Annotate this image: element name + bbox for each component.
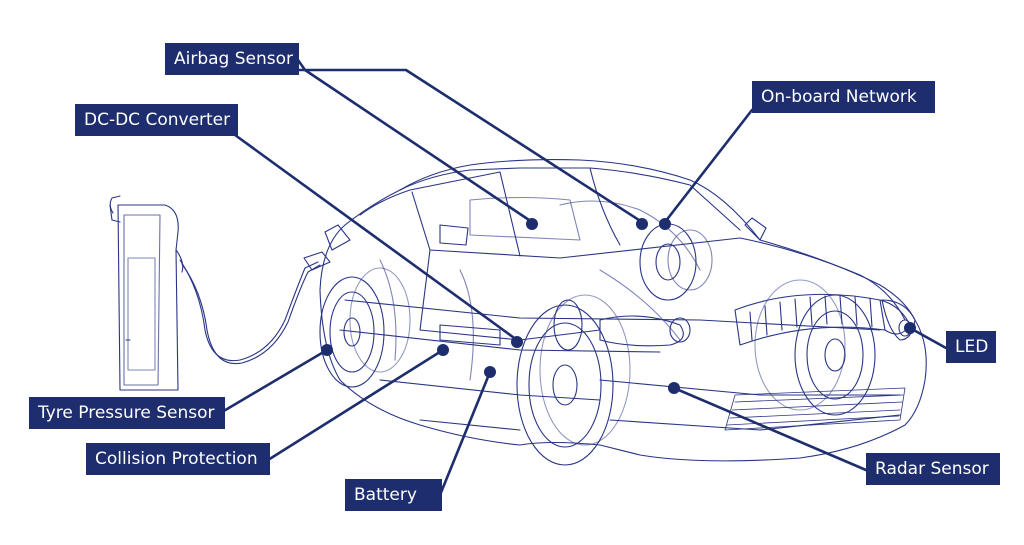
leader-battery xyxy=(438,370,492,497)
led-point xyxy=(904,322,916,334)
leader-radar xyxy=(672,386,868,472)
leader-led xyxy=(908,326,948,350)
label-on-board-network: On-board Network xyxy=(752,81,935,113)
tyre-point xyxy=(321,344,333,356)
label-led: LED xyxy=(946,331,996,363)
airbag-point-2 xyxy=(636,218,648,230)
front-left-wheel xyxy=(516,294,631,466)
radar-point xyxy=(668,382,680,394)
label-battery: Battery xyxy=(345,479,442,511)
leader-airbag-1 xyxy=(296,58,534,224)
label-airbag-sensor: Airbag Sensor xyxy=(165,43,299,75)
charging-station xyxy=(109,195,184,391)
rear-wheel xyxy=(319,267,411,388)
leader-tyre xyxy=(220,348,329,414)
leader-airbag-2 xyxy=(296,68,644,224)
label-radar-sensor: Radar Sensor xyxy=(866,453,1000,485)
label-collision-protection: Collision Protection xyxy=(86,443,270,475)
leader-on-board xyxy=(663,108,754,224)
leader-dc-dc xyxy=(233,133,519,342)
front-grille xyxy=(734,293,911,346)
dc-dc-point xyxy=(511,336,523,348)
airbag-point-1 xyxy=(526,218,538,230)
battery-point xyxy=(484,366,496,378)
lower-intake xyxy=(724,387,906,431)
underbody-components xyxy=(439,315,691,347)
charging-cable xyxy=(179,251,331,365)
leader-collision xyxy=(266,348,445,462)
label-dc-dc-converter: DC-DC Converter xyxy=(75,104,238,136)
front-right-wheel xyxy=(754,279,876,416)
on-board-network-point xyxy=(659,218,671,230)
label-tyre-pressure-sensor: Tyre Pressure Sensor xyxy=(29,397,225,429)
collision-point xyxy=(437,344,449,356)
car-body xyxy=(319,159,927,462)
